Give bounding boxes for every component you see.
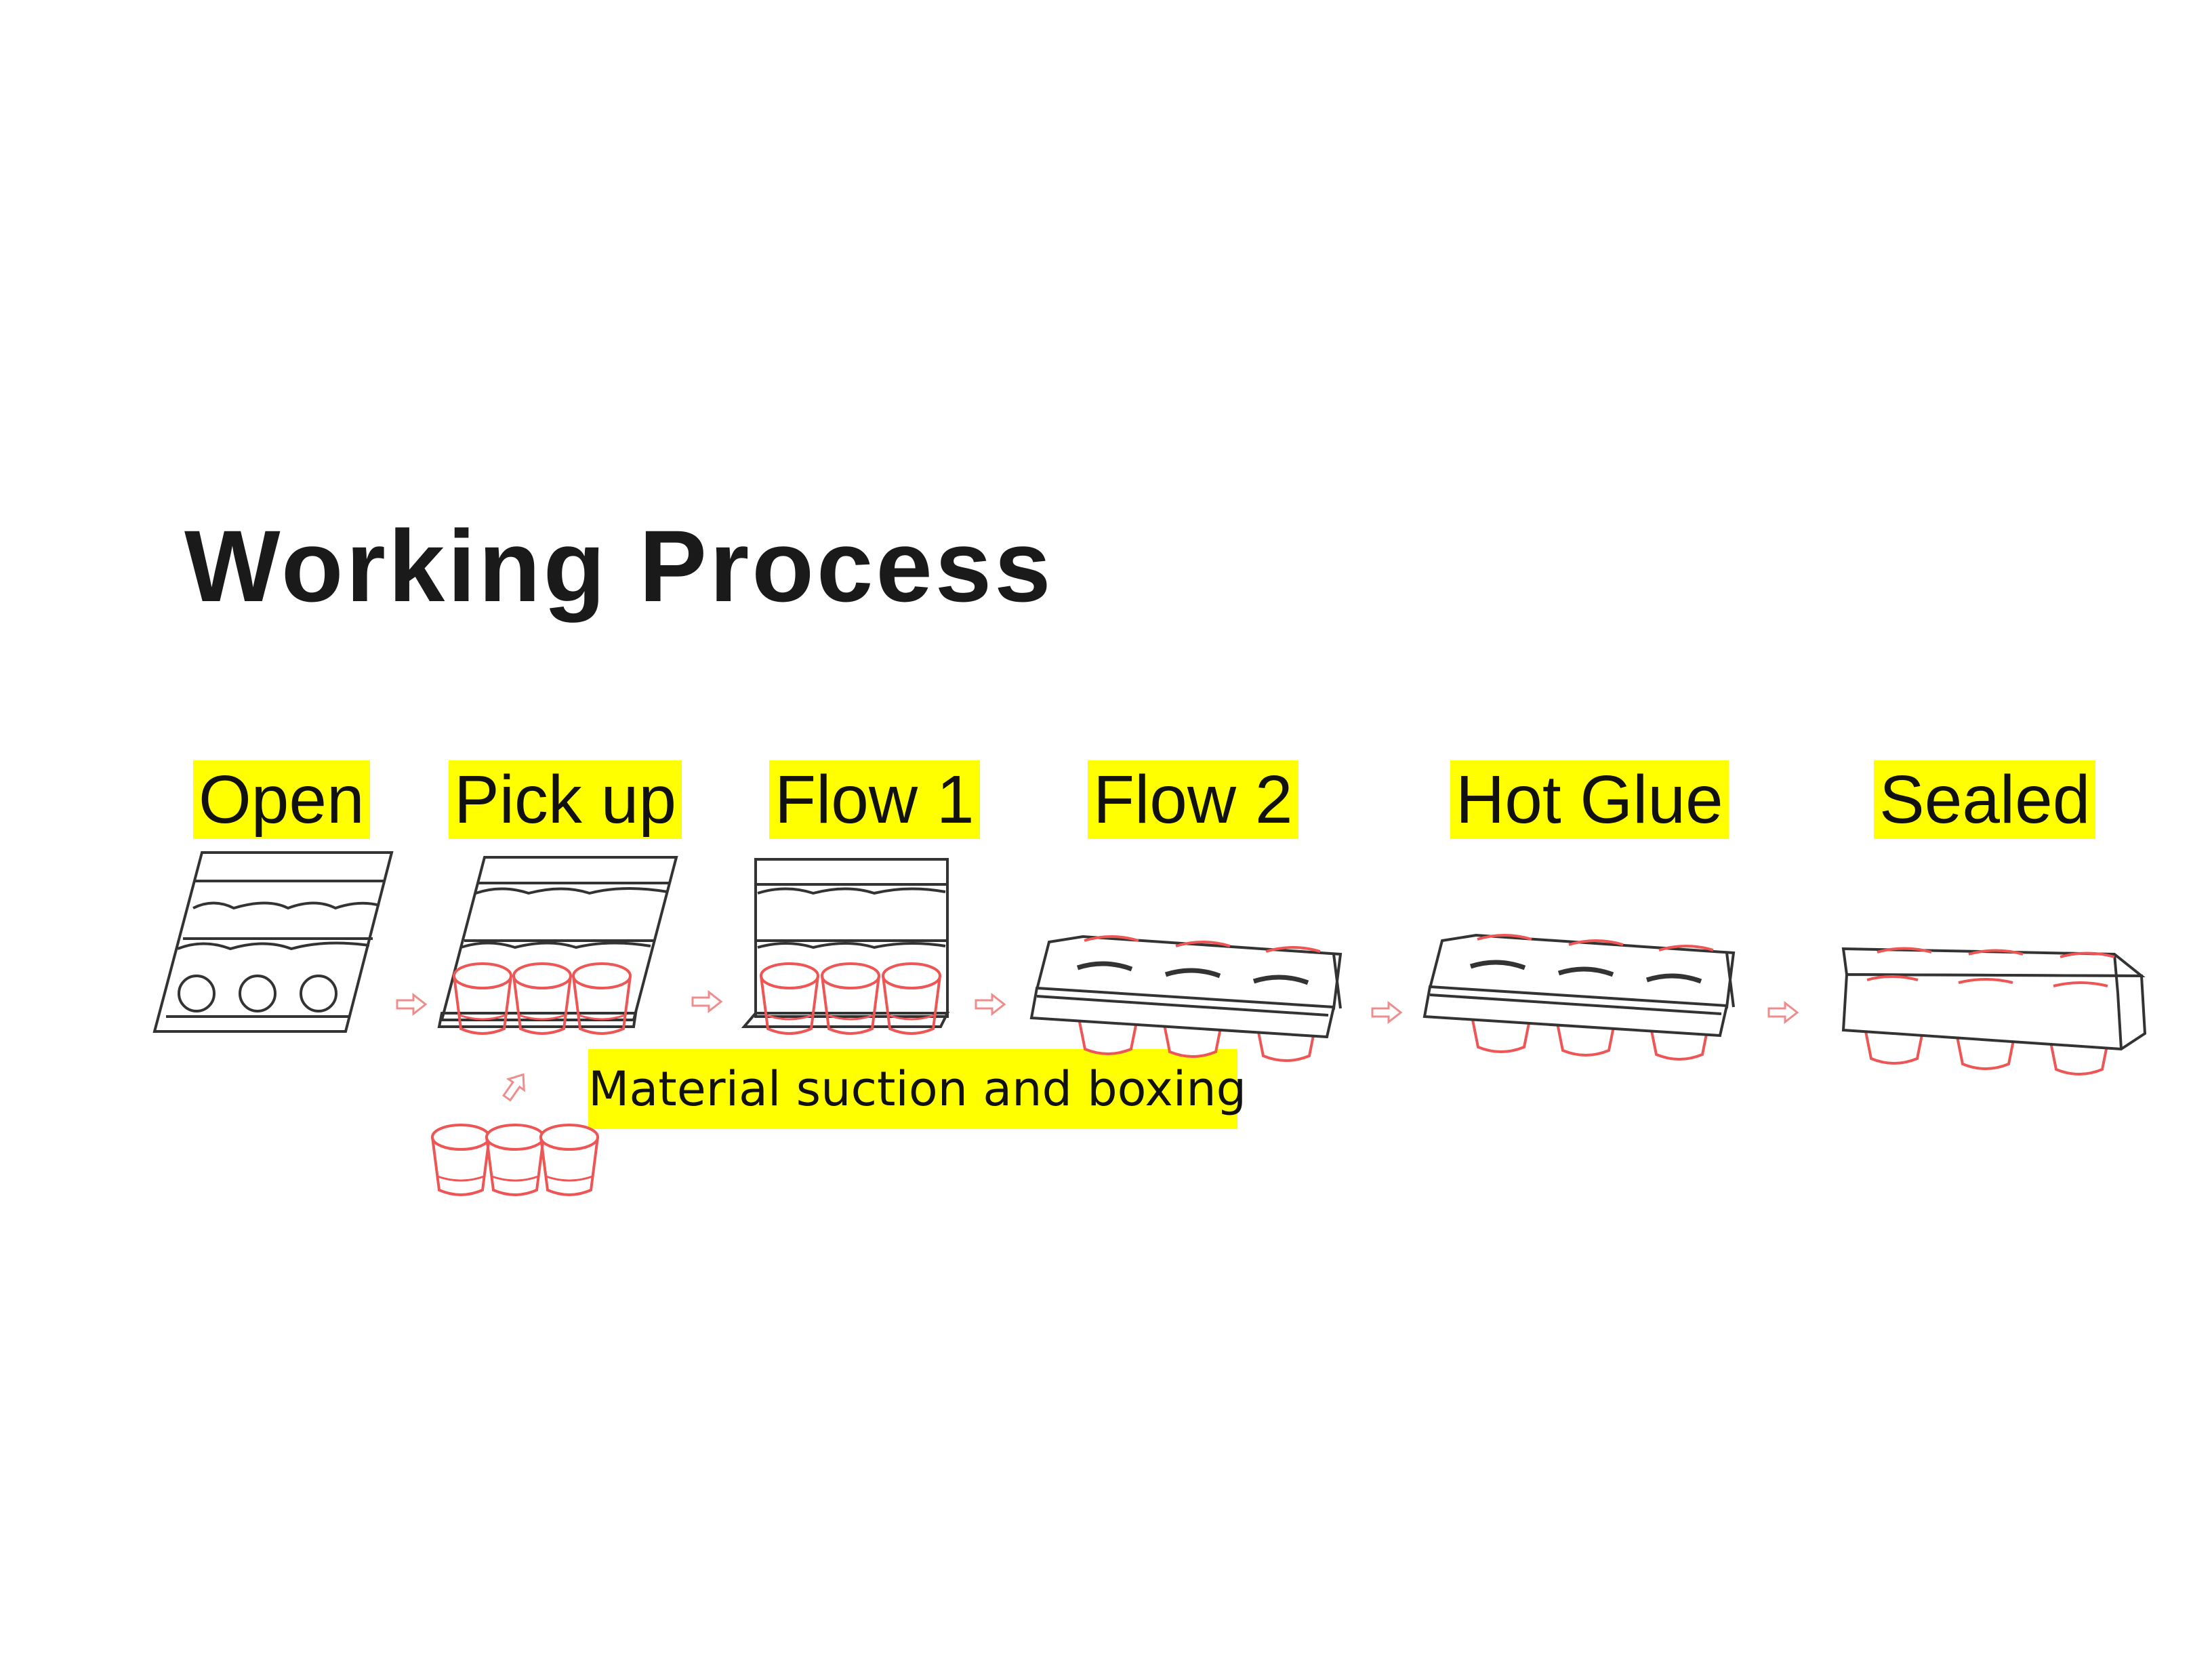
sealed-drawing <box>1841 947 2147 1076</box>
arrow-icon <box>1371 1002 1402 1023</box>
step-label-sealed: Sealed <box>1874 760 2096 839</box>
step-label-flow-2: Flow 2 <box>1088 760 1298 839</box>
pick-up-drawing <box>437 856 678 1035</box>
step-label-flow-1: Flow 1 <box>769 760 980 839</box>
step-label-pick-up: Pick up <box>449 760 682 839</box>
supply-cups-drawing <box>431 1124 599 1196</box>
arrow-icon <box>975 994 1006 1015</box>
hot-glue-drawing <box>1422 933 1736 1061</box>
flow-1-drawing <box>741 858 950 1035</box>
up-arrow-icon <box>501 1073 525 1102</box>
step-label-open: Open <box>193 760 370 839</box>
material-suction-callout: Material suction and boxing <box>588 1049 1246 1129</box>
arrow-icon <box>396 994 427 1015</box>
page-title: Working Process <box>184 509 1054 623</box>
step-label-hot-glue: Hot Glue <box>1450 760 1729 839</box>
arrow-icon <box>1767 1002 1799 1023</box>
open-blank-drawing <box>152 851 394 1033</box>
flow-2-drawing <box>1029 935 1343 1062</box>
arrow-icon <box>691 991 722 1012</box>
